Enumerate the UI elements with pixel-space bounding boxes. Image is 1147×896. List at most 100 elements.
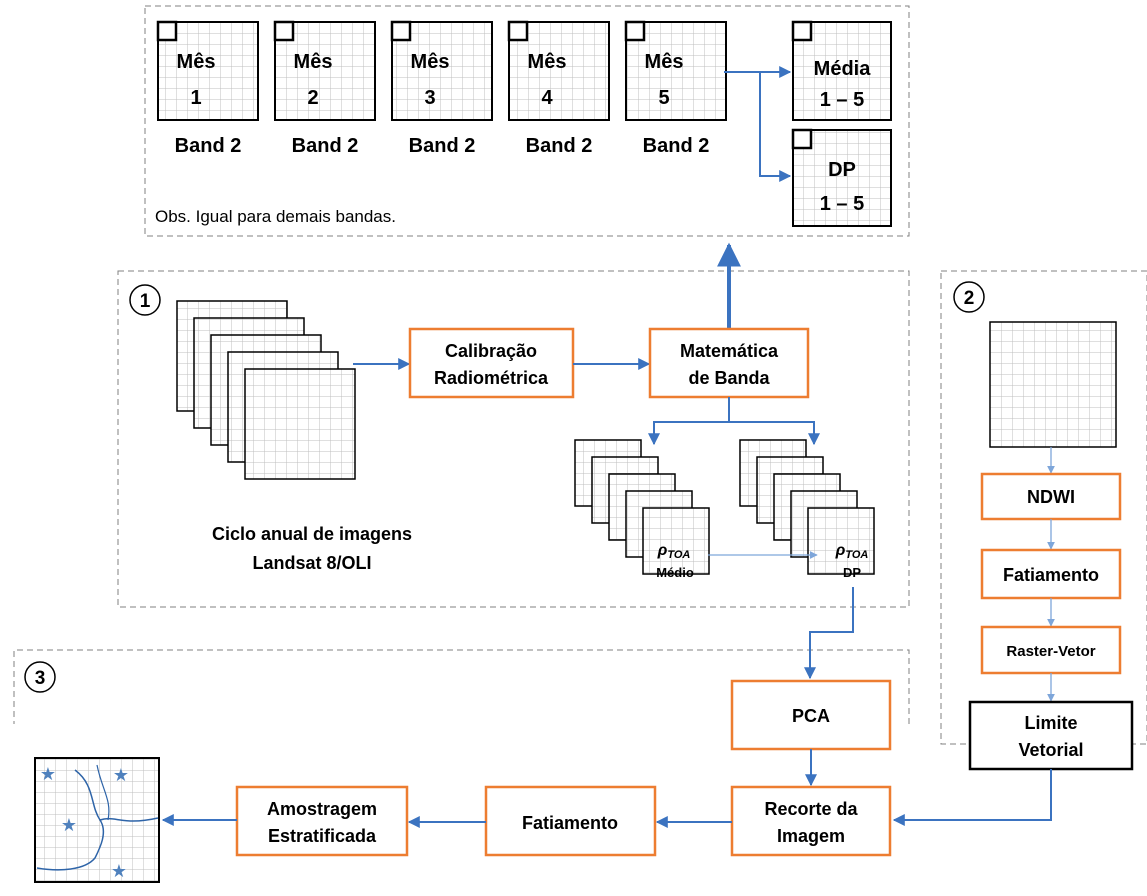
grid-tile-border — [792, 129, 892, 227]
grid-tile-border — [244, 368, 356, 480]
sampling-line2: Estratificada — [268, 826, 377, 846]
calibration-line1: Calibração — [445, 341, 537, 361]
month-1: Mês 1 Band 2 — [175, 51, 242, 157]
corner-marker — [791, 128, 813, 150]
media-range: 1 – 5 — [820, 89, 864, 111]
calibration-box: Calibração Radiométrica — [408, 327, 575, 399]
arrow-math-split — [648, 397, 730, 446]
rho-mean-symbol: ρTOA — [657, 542, 691, 561]
calibration-line2: Radiométrica — [434, 368, 549, 388]
pca-label: PCA — [792, 706, 830, 726]
rho-dp-symbol: ρTOA — [835, 542, 869, 561]
month-4-label: Mês — [528, 51, 567, 73]
stack-caption-line1: Ciclo anual de imagens — [212, 524, 412, 544]
arrow-limit-to-crop — [892, 769, 1052, 826]
grid-tile-border — [391, 21, 493, 121]
media-result: Média 1 – 5 — [814, 58, 872, 111]
slicing-box-s2: Fatiamento — [980, 548, 1122, 600]
sampling-line1: Amostragem — [267, 799, 377, 819]
month-3-label: Mês — [411, 51, 450, 73]
dp-result: DP 1 – 5 — [820, 159, 864, 215]
month-2-label: Mês — [294, 51, 333, 73]
crop-line1: Recorte da — [764, 799, 858, 819]
vector-limit-line1: Limite — [1024, 713, 1077, 733]
corner-marker — [156, 20, 178, 42]
grid-tile-border — [274, 21, 376, 121]
top-section-frame — [144, 5, 910, 237]
corner-marker — [390, 20, 412, 42]
grid-tile-border — [807, 507, 875, 575]
grid-tile-border — [792, 21, 892, 121]
river-branch — [99, 817, 159, 822]
section3-frame — [13, 649, 910, 724]
month-5-number: 5 — [658, 87, 669, 109]
top-note: Obs. Igual para demais bandas. — [155, 207, 396, 226]
section2-number-badge: 2 — [953, 281, 985, 313]
sample-star-icon: ★ — [113, 765, 129, 786]
rho-dp-label: DP — [843, 565, 861, 580]
grid-tile-border — [642, 507, 710, 575]
arrow-math-split-right — [729, 421, 820, 446]
media-label: Média — [814, 58, 872, 80]
month-2-number: 2 — [307, 87, 318, 109]
month-5-label: Mês — [645, 51, 684, 73]
dp-range: 1 – 5 — [820, 193, 864, 215]
month-4-number: 4 — [541, 87, 553, 109]
section1-number: 1 — [140, 291, 151, 312]
corner-marker — [507, 20, 529, 42]
month-3-number: 3 — [424, 87, 435, 109]
section1-frame — [117, 270, 910, 608]
section1-number-badge: 1 — [129, 284, 161, 316]
section3-number-badge: 3 — [24, 661, 56, 693]
dp-label: DP — [828, 159, 856, 181]
corner-marker — [624, 20, 646, 42]
month-1-band: Band 2 — [175, 135, 242, 157]
sample-star-icon: ★ — [40, 764, 56, 785]
grid-tile-lines — [643, 508, 709, 574]
ndwi-input-grid — [989, 321, 1117, 448]
raster-vector-box: Raster-Vetor — [980, 625, 1122, 675]
stratified-sample-map — [34, 757, 160, 883]
month-3-band: Band 2 — [409, 135, 476, 157]
corner-marker — [791, 20, 813, 42]
crop-image-box: Recorte da Imagem — [730, 785, 892, 857]
month-5: Mês 5 Band 2 — [643, 51, 710, 157]
sample-star-icon: ★ — [111, 861, 127, 882]
section2-number: 2 — [964, 288, 975, 309]
slicing-box-s3: Fatiamento — [484, 785, 657, 857]
corner-marker — [273, 20, 295, 42]
sampling-box: Amostragem Estratificada — [235, 785, 409, 857]
month-2-band: Band 2 — [292, 135, 359, 157]
ndwi-box: NDWI — [980, 472, 1122, 521]
slicing-s3-label: Fatiamento — [522, 813, 618, 833]
vector-limit-box: Limite Vetorial — [968, 700, 1134, 771]
math-line2: de Banda — [688, 368, 770, 388]
grid-tile-lines — [245, 369, 355, 479]
grid-tile-lines — [808, 508, 874, 574]
rho-mean-label: Médio — [656, 565, 694, 580]
crop-line2: Imagem — [777, 826, 845, 846]
pca-box: PCA — [730, 679, 892, 751]
river-branch-2 — [96, 764, 110, 821]
month-4: Mês 4 Band 2 — [526, 51, 593, 157]
month-5-band: Band 2 — [643, 135, 710, 157]
month-2: Mês 2 Band 2 — [292, 51, 359, 157]
vector-limit-line2: Vetorial — [1018, 740, 1083, 760]
math-line1: Matemática — [680, 341, 779, 361]
river-line — [36, 769, 105, 871]
stack-caption-line2: Landsat 8/OLI — [252, 553, 371, 573]
image-stack-mean — [574, 439, 710, 575]
month-1-number: 1 — [190, 87, 201, 109]
grid-tile-border — [508, 21, 610, 121]
grid-tile-border — [157, 21, 259, 121]
top-month-grids — [156, 20, 892, 227]
slicing-s2-label: Fatiamento — [1003, 565, 1099, 585]
month-3: Mês 3 Band 2 — [409, 51, 476, 157]
ndwi-label: NDWI — [1027, 487, 1075, 507]
month-1-label: Mês — [177, 51, 216, 73]
month-4-band: Band 2 — [526, 135, 593, 157]
arrow-month5-to-dp — [759, 72, 792, 182]
raster-vector-label: Raster-Vetor — [1006, 643, 1095, 660]
arrow-dp-to-pca — [804, 587, 854, 680]
math-box: Matemática de Banda — [648, 327, 810, 399]
